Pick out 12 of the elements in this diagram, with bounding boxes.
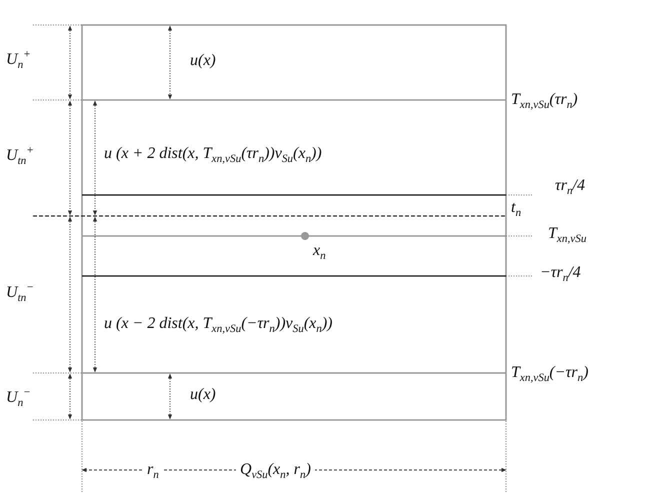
math-label: t$_{n}$ bbox=[511, 200, 522, 216]
math-label: Q$_{νSu}$(x$_{n}$, r$_{n}$) bbox=[236, 462, 315, 478]
math-label: −τr$_{n}$/4 bbox=[540, 265, 581, 281]
formula-label: u(x) bbox=[190, 387, 216, 403]
math-label: T$_{xn,νSu}$(−τr$_{n}$) bbox=[511, 365, 588, 381]
formula-label: u(x) bbox=[190, 53, 216, 69]
math-label: T$_{xn,νSu}$ bbox=[548, 226, 586, 242]
formula-label: u (x + 2 dist(x, T$_{xn,νSu}$(τr$_{n}$))ν$_{Su}$(x$_{n}$)) bbox=[104, 146, 322, 162]
math-label: τr$_{n}$/4 bbox=[555, 178, 585, 194]
math-label: T$_{xn,νSu}$(τr$_{n}$) bbox=[511, 92, 578, 108]
math-label: x$_{n}$ bbox=[313, 243, 326, 259]
formula-label: u (x − 2 dist(x, T$_{xn,νSu}$(−τr$_{n}$))ν$_{Su}$(x$_{n}$)) bbox=[104, 316, 332, 332]
